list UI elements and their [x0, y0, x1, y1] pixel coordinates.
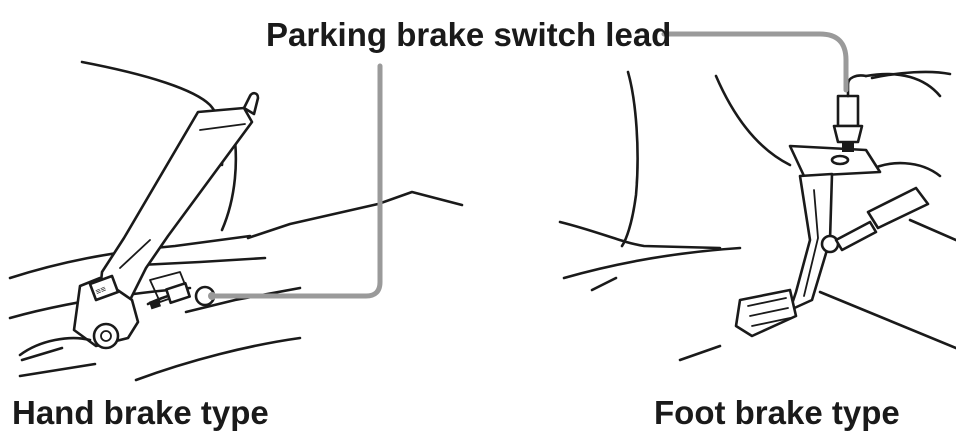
callout-label: Parking brake switch lead — [266, 16, 671, 53]
callout-leader-left — [209, 63, 383, 299]
caption-foot-brake: Foot brake type — [654, 394, 900, 431]
callout-dot-left — [208, 292, 216, 300]
callout-leader-right — [661, 31, 849, 93]
foot-brake-illustration — [558, 70, 956, 362]
svg-text:≡≡: ≡≡ — [94, 284, 107, 297]
caption-hand-brake: Hand brake type — [12, 394, 269, 431]
hand-brake-illustration: ≡≡ — [8, 60, 464, 382]
